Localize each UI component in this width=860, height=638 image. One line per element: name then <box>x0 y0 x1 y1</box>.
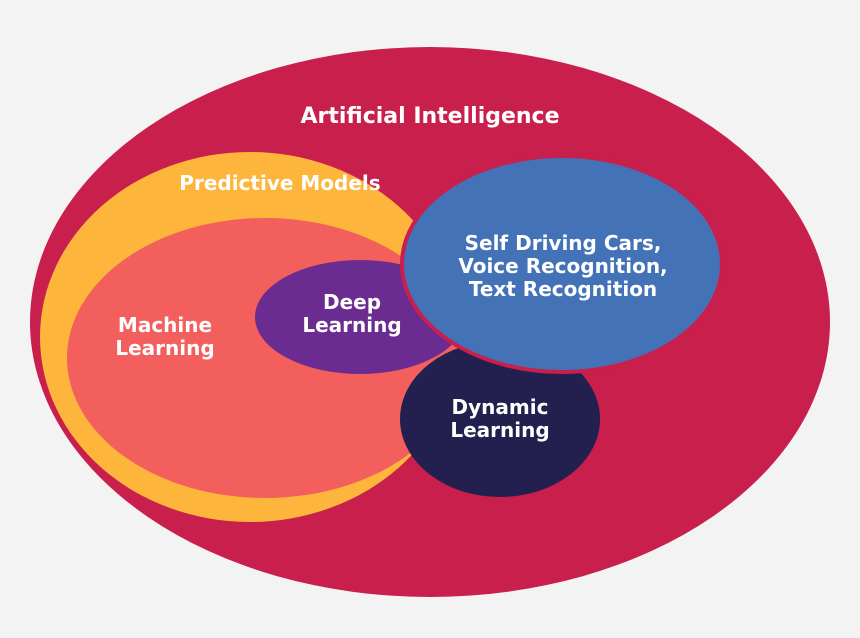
applications-line-1: Self Driving Cars, <box>464 231 662 255</box>
deep-learning-line-1: Deep <box>322 290 382 314</box>
dynamic-learning-label: Dynamic Learning <box>430 396 570 442</box>
applications-ellipse <box>400 154 724 374</box>
predictive-models-label: Predictive Models <box>179 171 381 195</box>
dynamic-learning-ellipse <box>400 341 600 497</box>
machine-learning-line-2: Learning <box>115 336 215 360</box>
dynamic-learning-line-2: Learning <box>450 418 550 442</box>
dynamic-learning-line-1: Dynamic <box>451 395 549 419</box>
applications-line-2: Voice Recognition, <box>458 254 668 278</box>
artificial-intelligence-label: Artificial Intelligence <box>300 104 560 129</box>
deep-learning-line-2: Learning <box>302 313 402 337</box>
machine-learning-line-1: Machine <box>117 313 213 337</box>
machine-learning-label: Machine Learning <box>95 314 235 360</box>
applications-line-3: Text Recognition <box>468 277 658 301</box>
deep-learning-label: Deep Learning <box>288 291 416 337</box>
applications-label: Self Driving Cars, Voice Recognition, Te… <box>432 232 694 301</box>
